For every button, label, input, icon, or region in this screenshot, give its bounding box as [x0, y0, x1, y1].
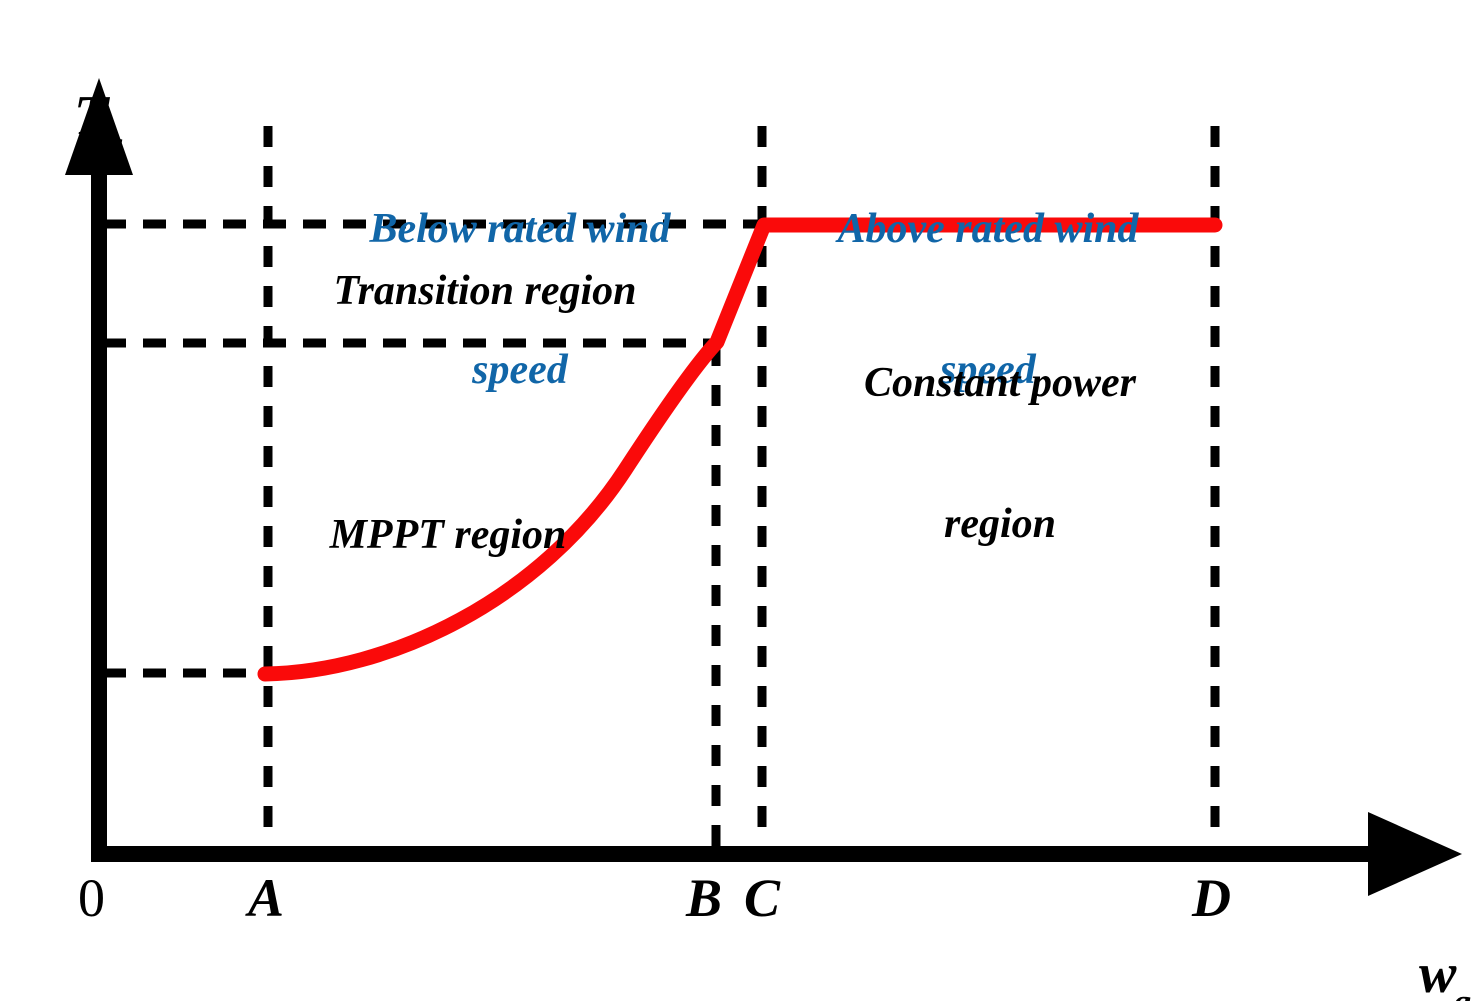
annotation-constant-power-region: Constant power region: [790, 266, 1210, 642]
above-rated-line-2: speed: [940, 347, 1036, 394]
x-tick-label-b: B: [686, 868, 723, 928]
constant-power-line-1: Constant power: [864, 360, 1136, 407]
curve-path: [257, 217, 1223, 682]
x-axis-label-subscript: g: [1453, 982, 1471, 1001]
x-axis-label-symbol: w: [1419, 942, 1456, 1001]
y-axis-arrowhead: [65, 78, 133, 175]
annotation-above-rated-wind-speed: Above rated wind speed: [778, 112, 1198, 488]
annotation-transition-region: Transition region: [333, 268, 637, 314]
x-tick-label-c: C: [744, 868, 781, 928]
annotation-below-rated-wind-speed: Below rated wind speed: [310, 112, 730, 488]
axes: [65, 78, 1462, 896]
below-rated-line-1: Below rated wind: [369, 206, 671, 253]
torque-curve: [257, 217, 1223, 682]
below-rated-line-2: speed: [472, 347, 568, 394]
constant-power-line-2: region: [943, 501, 1056, 548]
above-rated-line-1: Above rated wind: [837, 206, 1139, 253]
x-axis-label: wg: [1367, 880, 1472, 1001]
x-tick-label-a: A: [248, 868, 285, 928]
y-axis-label: Tg: [22, 22, 124, 217]
annotation-mppt-region: MPPT region: [329, 512, 567, 558]
x-axis-arrowhead: [1368, 812, 1462, 896]
x-tick-label-d: D: [1192, 868, 1231, 928]
horizontal-guides: [103, 219, 768, 678]
y-axis-label-symbol: T: [74, 84, 108, 147]
y-axis-label-subscript: g: [105, 123, 123, 164]
origin-tick-label: 0: [78, 868, 105, 928]
